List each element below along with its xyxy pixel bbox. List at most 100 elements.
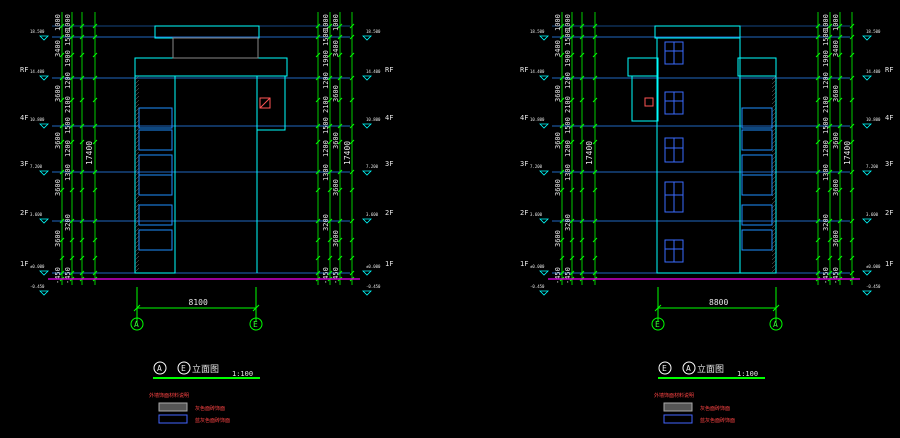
- wall-hatch: [771, 95, 777, 101]
- floor-label: 2F: [885, 209, 893, 217]
- dimension-text: 1000: [332, 14, 340, 31]
- title-axis-label: E: [181, 364, 186, 373]
- dimension-text: 1200: [322, 140, 330, 157]
- title-axis-label: E: [662, 364, 667, 373]
- level-value: ±0.000: [866, 264, 881, 269]
- elevation-title: 立面图: [697, 363, 724, 375]
- left-wing: [631, 75, 659, 122]
- floor-label: 4F: [885, 114, 893, 122]
- level-value: 3.600: [530, 212, 543, 217]
- level-marker-triangle: [862, 218, 872, 224]
- wall-hatch: [771, 219, 777, 225]
- dimension-tick: [349, 187, 355, 193]
- dimension-text: 1200: [564, 140, 572, 157]
- wall-hatch: [771, 91, 777, 97]
- dimension-tick: [592, 34, 598, 40]
- wall-hatch: [771, 211, 777, 217]
- dimension-tick: [92, 218, 98, 224]
- wall-hatch: [134, 131, 140, 137]
- level-value: 7.200: [366, 164, 379, 169]
- dimension-text: 3600: [832, 85, 840, 102]
- wall-hatch: [771, 215, 777, 221]
- level-marker-triangle: [862, 290, 872, 296]
- level-marker-triangle: [539, 75, 549, 81]
- wall-hatch: [771, 235, 777, 241]
- dimension-text: 1200: [64, 140, 72, 157]
- level-marker-triangle: [362, 270, 372, 276]
- dimension-tick: [327, 75, 333, 81]
- level-value: ±0.000: [366, 264, 381, 269]
- wall-hatch: [134, 147, 140, 153]
- balcony-railing: [741, 204, 773, 226]
- wall-hatch: [134, 83, 140, 89]
- wall-hatch: [771, 263, 777, 269]
- floor-label: 2F: [520, 209, 528, 217]
- wall-hatch: [134, 123, 140, 129]
- wall-hatch: [134, 127, 140, 133]
- dimension-tick: [59, 123, 65, 129]
- wall-hatch: [771, 171, 777, 177]
- dimension-tick: [849, 237, 855, 243]
- dimension-tick: [92, 23, 98, 29]
- floor-label: 2F: [385, 209, 393, 217]
- dimension-tick: [59, 34, 65, 40]
- level-marker-triangle: [862, 35, 872, 41]
- wall-hatch: [771, 179, 777, 185]
- dimension-tick: [79, 97, 85, 103]
- dimension-tick: [772, 304, 780, 312]
- dimension-text: 1900: [64, 50, 72, 67]
- dimension-tick: [559, 123, 565, 129]
- dimension-tick: [569, 52, 575, 58]
- dimension-tick: [827, 218, 833, 224]
- wall-hatch: [134, 195, 140, 201]
- dimension-tick: [337, 34, 343, 40]
- level-marker-triangle: [862, 270, 872, 276]
- dimension-tick: [315, 97, 321, 103]
- dimension-tick: [69, 75, 75, 81]
- dimension-text: 1500: [64, 117, 72, 134]
- axis-bubble: [651, 317, 665, 331]
- wall-hatch: [134, 255, 140, 261]
- dimension-tick: [827, 270, 833, 276]
- dimension-tick: [69, 97, 75, 103]
- level-marker-triangle: [39, 170, 49, 176]
- dimension-tick: [69, 237, 75, 243]
- dimension-tick: [59, 218, 65, 224]
- dimension-tick: [559, 187, 565, 193]
- dimension-text: 3600: [332, 85, 340, 102]
- level-value: 18.500: [530, 29, 545, 34]
- dimension-text: 1300: [564, 164, 572, 181]
- legend-item: 蓝灰色面砖饰面: [700, 417, 735, 424]
- dimension-text: 1900: [822, 50, 830, 67]
- floor-label: 3F: [885, 160, 893, 168]
- dimension-tick: [849, 75, 855, 81]
- total-height-dimension: 17400: [585, 141, 594, 165]
- axis-bubble: [130, 317, 144, 331]
- dimension-tick: [69, 123, 75, 129]
- dimension-tick: [92, 97, 98, 103]
- wall-hatch: [771, 135, 777, 141]
- dimension-tick: [79, 23, 85, 29]
- dimension-tick: [327, 218, 333, 224]
- dimension-tick: [69, 169, 75, 175]
- dimension-text: -450: [564, 267, 572, 284]
- dimension-tick: [337, 237, 343, 243]
- dimension-text: 3200: [822, 214, 830, 231]
- dimension-tick: [837, 97, 843, 103]
- floor-label: 1F: [520, 260, 528, 268]
- dimension-tick: [315, 139, 321, 145]
- level-value: -0.450: [530, 284, 545, 289]
- dimension-text: 3600: [54, 179, 62, 196]
- level-marker-triangle: [39, 290, 49, 296]
- wall-hatch: [134, 231, 140, 237]
- dimension-text: -450: [322, 267, 330, 284]
- level-value: 10.800: [866, 117, 881, 122]
- floor-label: RF: [385, 66, 393, 74]
- dimension-tick: [569, 218, 575, 224]
- balcony-railing: [741, 107, 773, 129]
- dimension-tick: [79, 123, 85, 129]
- dimension-tick: [569, 34, 575, 40]
- wall-hatch: [771, 83, 777, 89]
- floor-label: 1F: [20, 260, 28, 268]
- level-marker-triangle: [539, 218, 549, 224]
